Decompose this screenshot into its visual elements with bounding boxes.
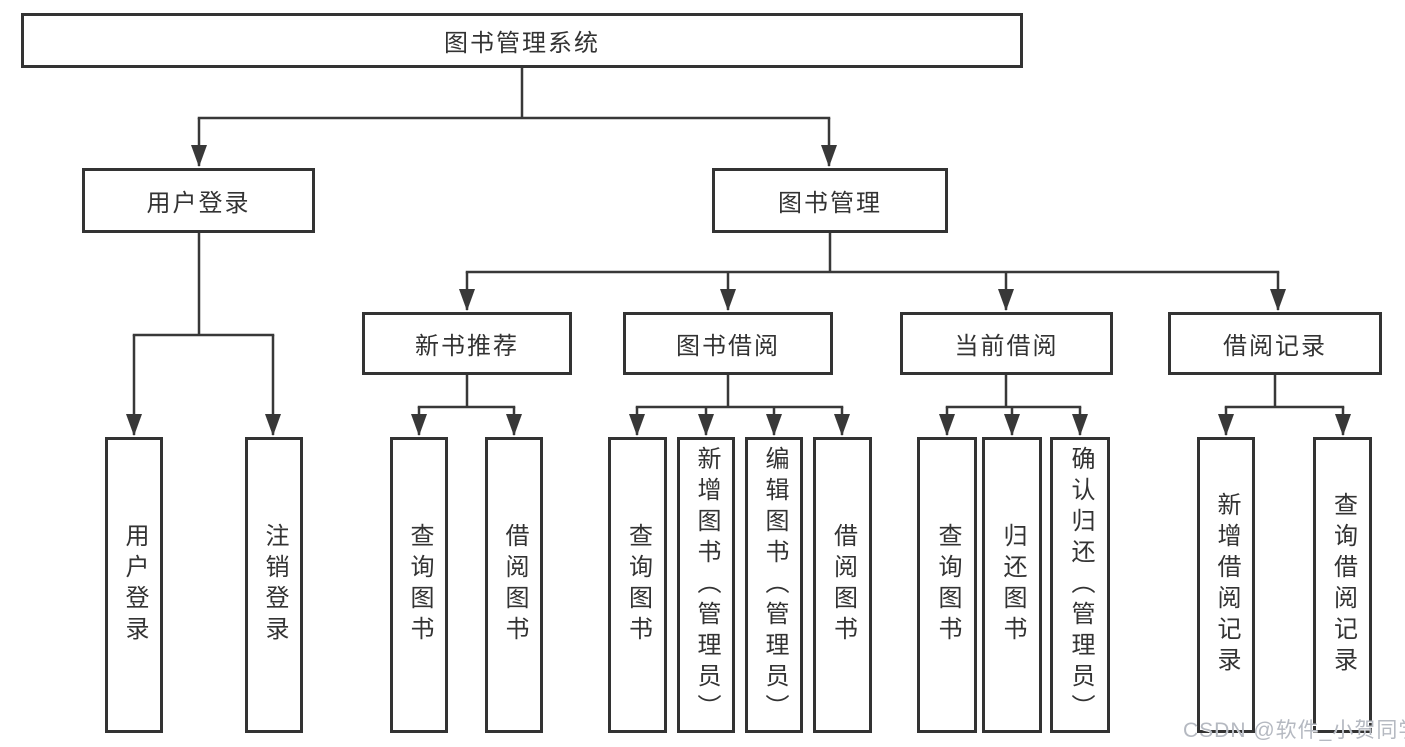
node-label: 用户登录 <box>121 523 148 647</box>
node-library-management-system: 图书管理系统 <box>21 13 1023 68</box>
leaf-query-books-borrowing: 查询图书 <box>608 437 667 733</box>
node-label: 确认归还（管理员） <box>1067 445 1094 725</box>
leaf-query-books-recommend: 查询图书 <box>390 437 448 733</box>
node-label: 当前借阅 <box>954 333 1059 360</box>
node-label: 借阅图书 <box>829 523 857 647</box>
node-book-management: 图书管理 <box>712 168 948 233</box>
leaf-edit-books-admin: 编辑图书（管理员） <box>745 437 803 733</box>
node-label: 新增借阅记录 <box>1213 492 1240 678</box>
node-label: 新增图书（管理员） <box>693 445 720 725</box>
node-label: 图书管理系统 <box>444 30 600 57</box>
leaf-add-borrow-record: 新增借阅记录 <box>1197 437 1255 733</box>
node-current-borrowing: 当前借阅 <box>900 312 1113 375</box>
leaf-return-books: 归还图书 <box>982 437 1042 733</box>
node-label: 借阅图书 <box>501 523 528 647</box>
leaf-user-login: 用户登录 <box>105 437 163 733</box>
node-label: 查询图书 <box>406 523 433 647</box>
node-book-borrowing: 图书借阅 <box>623 312 833 375</box>
node-borrowing-records: 借阅记录 <box>1168 312 1382 375</box>
node-label: 新书推荐 <box>415 333 519 360</box>
node-label: 图书管理 <box>778 190 882 217</box>
node-label: 注销登录 <box>261 523 288 647</box>
node-label: 查询图书 <box>934 523 961 647</box>
node-new-book-recommend: 新书推荐 <box>362 312 572 375</box>
leaf-logout: 注销登录 <box>245 437 303 733</box>
node-user-login: 用户登录 <box>82 168 315 233</box>
leaf-add-books-admin: 新增图书（管理员） <box>677 437 735 733</box>
node-label: 图书借阅 <box>676 333 780 360</box>
node-label: 借阅记录 <box>1223 333 1327 360</box>
node-label: 查询借阅记录 <box>1329 492 1357 678</box>
node-label: 归还图书 <box>999 523 1026 647</box>
leaf-query-books-current: 查询图书 <box>917 437 977 733</box>
leaf-confirm-return-admin: 确认归还（管理员） <box>1050 437 1110 733</box>
leaf-query-borrow-record: 查询借阅记录 <box>1313 437 1372 733</box>
node-label: 用户登录 <box>146 190 251 217</box>
node-label: 查询图书 <box>624 523 652 647</box>
leaf-borrow-books-borrowing: 借阅图书 <box>813 437 872 733</box>
csdn-watermark: CSDN @软件_小贺同学 <box>1183 719 1405 742</box>
leaf-borrow-books-recommend: 借阅图书 <box>485 437 543 733</box>
node-label: 编辑图书（管理员） <box>761 445 788 725</box>
